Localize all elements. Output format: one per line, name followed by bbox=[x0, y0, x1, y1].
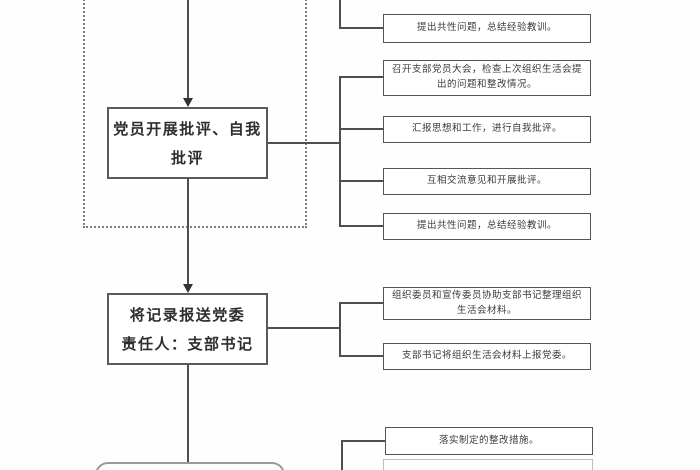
bracket-report bbox=[339, 302, 341, 357]
arrow-down-icon bbox=[183, 284, 193, 293]
detail-box-implement-1: 落实制定的整改措施。 bbox=[385, 427, 593, 455]
detail-box-report-1: 组织委员和宣传委员协助支部书记整理组织生活会材料。 bbox=[383, 287, 591, 320]
detail-box-criticism-2: 汇报思想和工作，进行自我批评。 bbox=[383, 116, 591, 143]
flow-line-top bbox=[187, 0, 189, 99]
detail-box-report-1-text: 组织委员和宣传委员协助支部书记整理组织生活会材料。 bbox=[392, 290, 583, 316]
arrow-down-icon bbox=[183, 98, 193, 107]
stub-criticism-1 bbox=[339, 76, 383, 78]
stub-criticism-4 bbox=[339, 225, 383, 227]
detail-box-criticism-1-text: 召开支部党员大会，检查上次组织生活会提出的问题和整改情况。 bbox=[392, 65, 583, 90]
stub-prev-tail bbox=[339, 27, 383, 29]
connector-box1-right bbox=[268, 142, 341, 144]
flow-box-report-line2: 责任人：支部书记 bbox=[121, 337, 254, 354]
bracket-criticism bbox=[339, 76, 341, 227]
detail-box-criticism-1: 召开支部党员大会，检查上次组织生活会提出的问题和整改情况。 bbox=[383, 60, 591, 96]
flow-box-criticism: 党员开展批评、自我 批评 bbox=[107, 107, 268, 179]
detail-box-report-2-text: 支部书记将组织生活会材料上报党委。 bbox=[401, 351, 572, 362]
flow-box-report-line1: 将记录报送党委 bbox=[129, 307, 246, 324]
stub-report-2 bbox=[339, 355, 383, 357]
detail-box-criticism-4-text: 提出共性问题，总结经验教训。 bbox=[416, 221, 557, 232]
detail-box-implement-2-partial bbox=[383, 459, 593, 470]
detail-box-criticism-3-text: 互相交流意见和开展批评。 bbox=[426, 176, 547, 187]
flow-box-criticism-line2: 批评 bbox=[170, 151, 204, 168]
stub-report-1 bbox=[339, 302, 383, 304]
stub-criticism-3 bbox=[339, 180, 383, 182]
stub-criticism-2 bbox=[339, 128, 383, 130]
flow-box-report: 将记录报送党委 责任人：支部书记 bbox=[107, 293, 268, 365]
bracket-implement bbox=[341, 440, 343, 470]
detail-box-criticism-2-text: 汇报思想和工作，进行自我批评。 bbox=[411, 124, 562, 135]
detail-box-criticism-3: 互相交流意见和开展批评。 bbox=[383, 168, 591, 195]
flow-line-box1-box2 bbox=[187, 178, 189, 286]
stub-implement-1 bbox=[341, 440, 385, 442]
dashed-group-region bbox=[83, 0, 307, 228]
detail-box-implement-1-text: 落实制定的整改措施。 bbox=[438, 435, 539, 446]
detail-box-report-2: 支部书记将组织生活会材料上报党委。 bbox=[383, 343, 591, 370]
bracket-prev-tail bbox=[339, 0, 341, 28]
detail-box-prev-tail-text: 提出共性问题，总结经验教训。 bbox=[416, 23, 557, 34]
terminator-bottom bbox=[95, 462, 285, 470]
detail-box-prev-tail: 提出共性问题，总结经验教训。 bbox=[383, 14, 591, 43]
detail-box-criticism-4: 提出共性问题，总结经验教训。 bbox=[383, 213, 591, 240]
flow-line-box2-bottom bbox=[187, 364, 189, 464]
connector-box2-right bbox=[268, 327, 341, 329]
flow-box-criticism-line1: 党员开展批评、自我 bbox=[113, 121, 262, 138]
